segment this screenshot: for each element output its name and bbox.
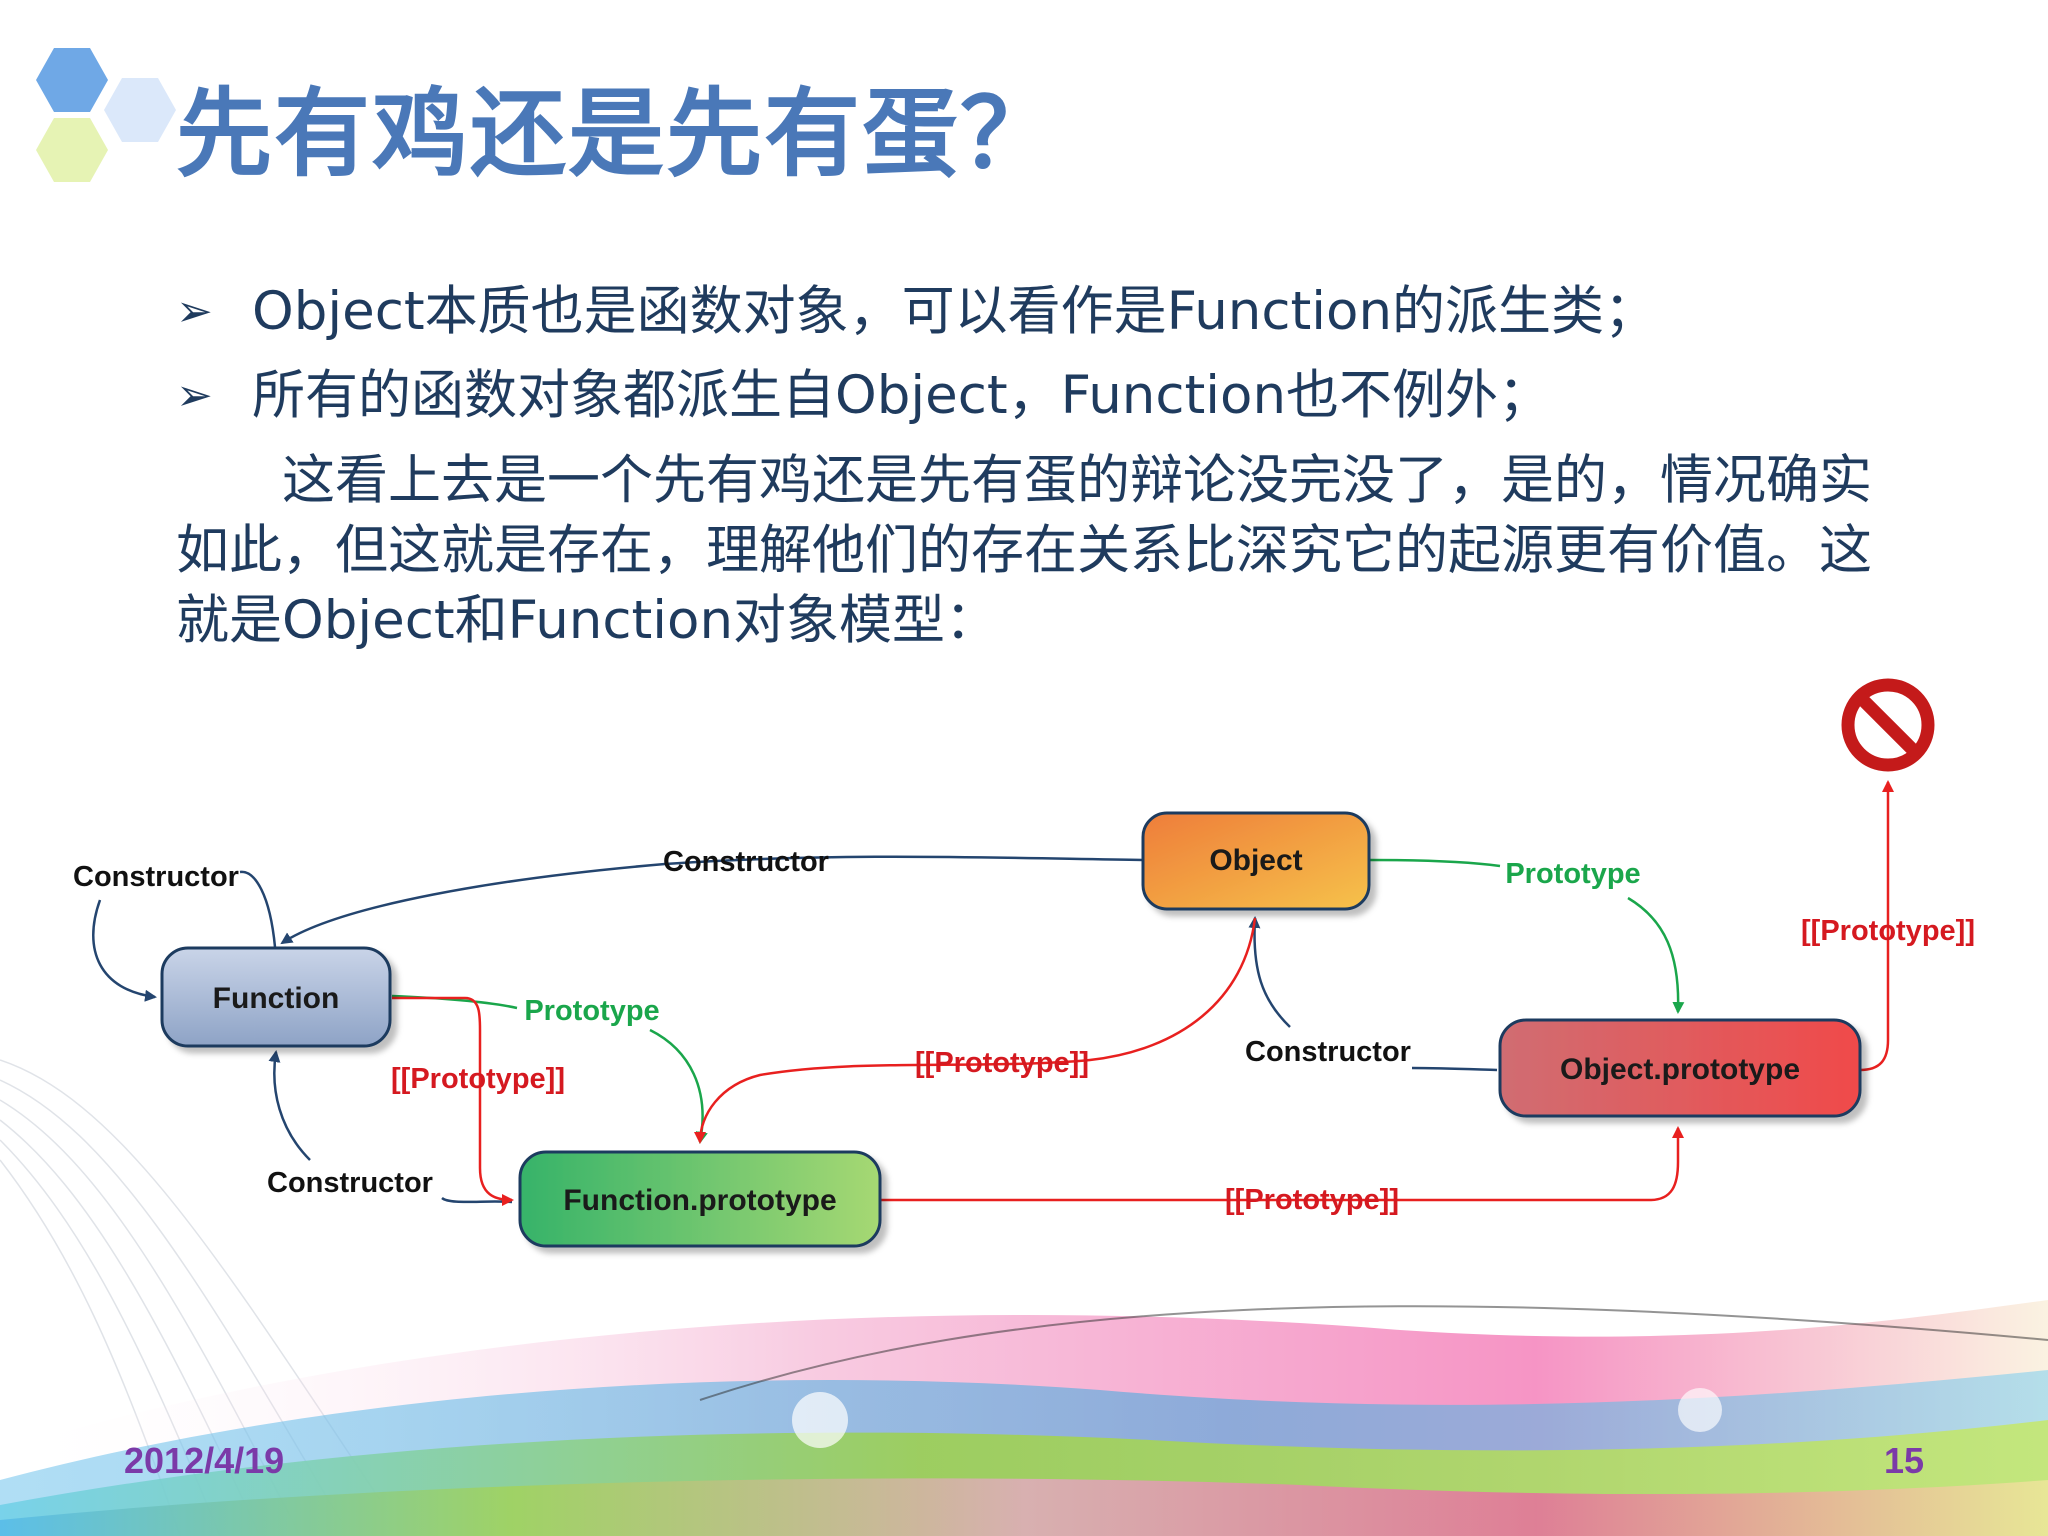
label-proto-funcproto: [[Prototype]]: [1225, 1184, 1399, 1216]
hexagon-logo-icon: [36, 48, 176, 182]
edge-proto-funcproto-to-objproto: [880, 1126, 1684, 1202]
node-object-prototype: [1498, 1018, 1862, 1118]
label-constructor-function-self: Constructor: [73, 861, 239, 893]
edge-proto-object-to-funcproto: [694, 917, 1257, 1144]
label-constructor-objproto: Constructor: [1245, 1036, 1411, 1068]
edge-prototype-object: [1369, 858, 1678, 1012]
bullet-arrow-icon: ➢: [176, 286, 213, 337]
bullet-arrow-icon: ➢: [176, 370, 213, 421]
footer-date: 2012/4/19: [124, 1440, 285, 1481]
edge-constructor-objproto-to-object: [1254, 918, 1498, 1072]
body-paragraph: 这看上去是一个先有鸡还是先有蛋的辩论没完没了，是的，情况确实如此，但这就是存在，…: [176, 450, 1872, 651]
label-prototype-object: Prototype: [1505, 858, 1640, 890]
edge-proto-function-to-funcproto: [392, 996, 514, 1206]
footer-page-number: 15: [1883, 1440, 1924, 1481]
bullet-item: ➢ 所有的函数对象都派生自Object，Function也不例外；: [176, 354, 1916, 438]
label-proto-object: [[Prototype]]: [915, 1047, 1089, 1079]
node-function-label: Function: [213, 982, 340, 1015]
node-function-prototype-label: Function.prototype: [563, 1184, 836, 1217]
label-proto-objproto: [[Prototype]]: [1801, 915, 1975, 947]
label-constructor-funcproto: Constructor: [267, 1167, 433, 1199]
node-function-prototype: [518, 1150, 882, 1248]
bullet-list: ➢ Object本质也是函数对象，可以看作是Function的派生类； ➢ 所有…: [176, 270, 1916, 438]
node-object: [1141, 811, 1371, 911]
label-constructor-object: Constructor: [663, 846, 829, 878]
edge-constructor-object-to-function: [280, 855, 1144, 945]
edge-constructor-function-self: [92, 870, 277, 997]
label-prototype-function: Prototype: [524, 995, 659, 1027]
null-prohibited-icon: [1841, 678, 1935, 772]
node-function: [160, 946, 392, 1048]
slide-title: 先有鸡还是先有蛋？: [176, 78, 1058, 190]
bullet-text: Object本质也是函数对象，可以看作是Function的派生类；: [252, 281, 1658, 342]
bullet-text: 所有的函数对象都派生自Object，Function也不例外；: [252, 365, 1552, 426]
bullet-item: ➢ Object本质也是函数对象，可以看作是Function的派生类；: [176, 270, 1916, 354]
node-object-label: Object: [1209, 844, 1302, 877]
edge-proto-objproto-to-null: [1859, 780, 1894, 1072]
node-object-prototype-label: Object.prototype: [1560, 1053, 1800, 1086]
label-proto-function: [[Prototype]]: [391, 1063, 565, 1095]
